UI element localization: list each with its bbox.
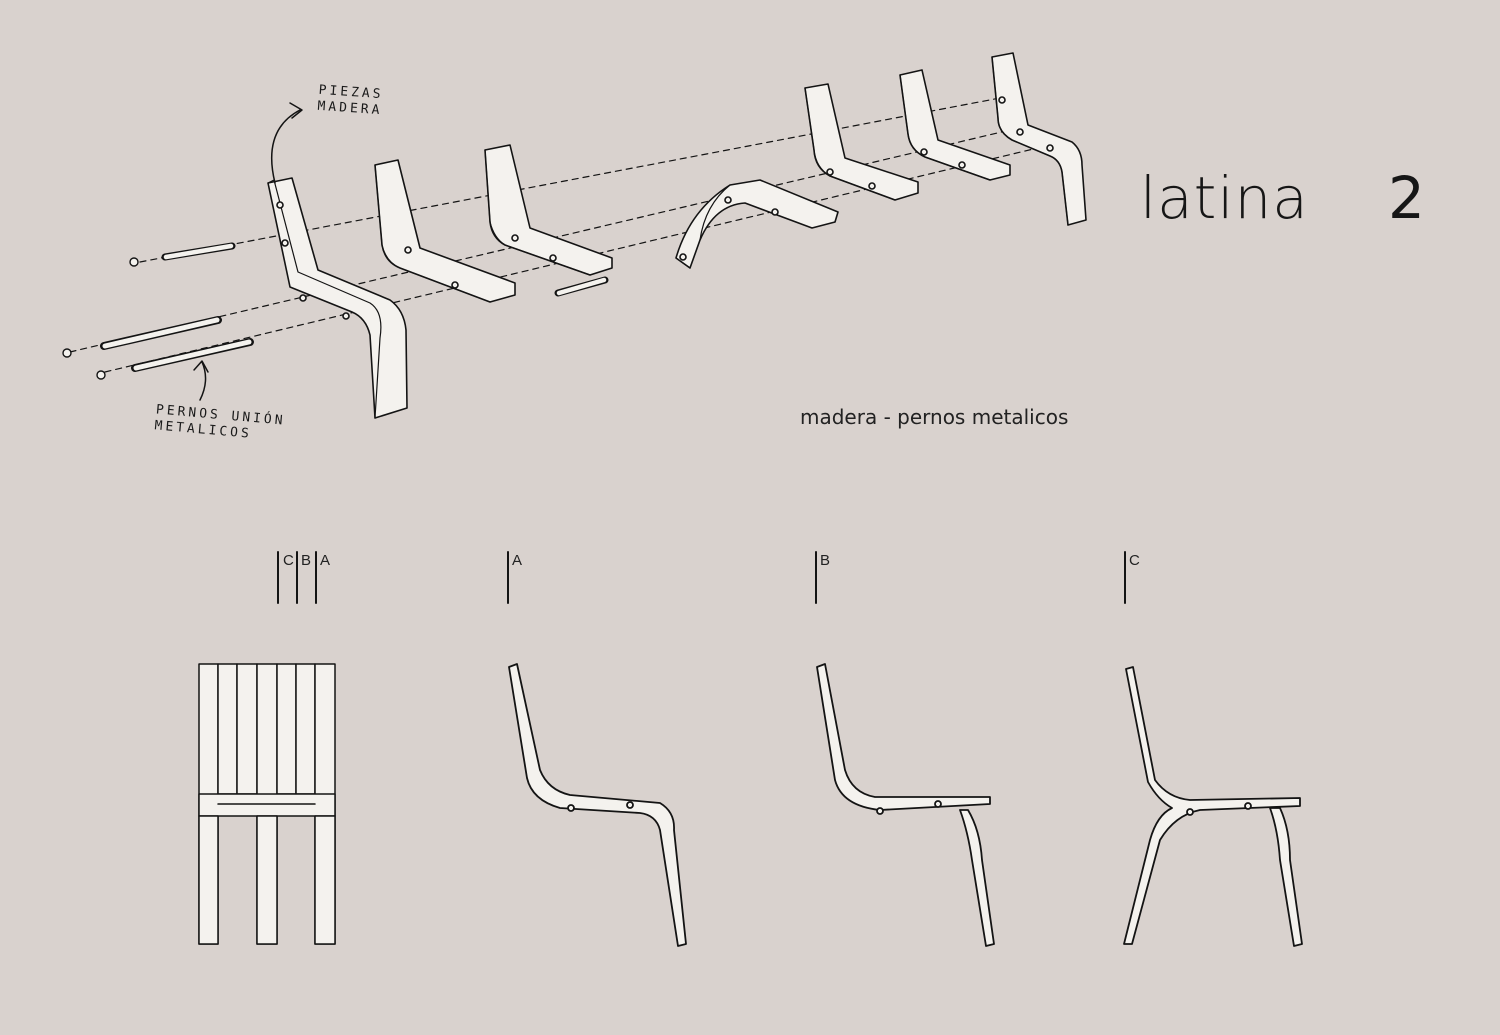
section-label-a-front: A bbox=[320, 552, 331, 569]
section-label-c-front: C bbox=[283, 552, 294, 569]
wood-piece-1 bbox=[267, 177, 408, 419]
wood-piece-6 bbox=[899, 69, 1011, 181]
front-elevation bbox=[198, 663, 336, 945]
section-label-b-front: B bbox=[301, 552, 312, 569]
wood-piece-2 bbox=[374, 159, 516, 303]
section-label-b: B bbox=[820, 552, 831, 569]
model-name: latina bbox=[1140, 164, 1309, 232]
wood-piece-4 bbox=[675, 179, 839, 269]
bolts-arrowhead bbox=[193, 360, 209, 373]
section-label-a: A bbox=[512, 552, 523, 569]
bolt-axis-lines bbox=[69, 97, 1051, 373]
wood-parts-arrow bbox=[271, 109, 301, 184]
wood-piece-5 bbox=[804, 83, 919, 201]
profile-a-chair bbox=[508, 663, 687, 947]
bolts-arrow bbox=[199, 361, 207, 401]
materials-caption: madera - pernos metalicos bbox=[800, 405, 1069, 429]
metal-bolt-4 bbox=[554, 276, 609, 297]
wood-piece-3 bbox=[484, 144, 613, 276]
profile-b-chair bbox=[816, 663, 995, 947]
section-label-c: C bbox=[1129, 552, 1140, 569]
model-number: 2 bbox=[1388, 164, 1425, 232]
section-markers-front bbox=[277, 551, 317, 604]
metal-bolt-2 bbox=[62, 316, 222, 358]
wood-parts-annotation: PIEZAS MADERA bbox=[317, 83, 384, 119]
metal-bolt-3 bbox=[96, 338, 254, 380]
metal-bolt-1 bbox=[129, 242, 236, 267]
wood-parts-arrowhead bbox=[289, 102, 303, 119]
wood-piece-7 bbox=[991, 52, 1087, 226]
profile-c-chair bbox=[1123, 666, 1303, 947]
